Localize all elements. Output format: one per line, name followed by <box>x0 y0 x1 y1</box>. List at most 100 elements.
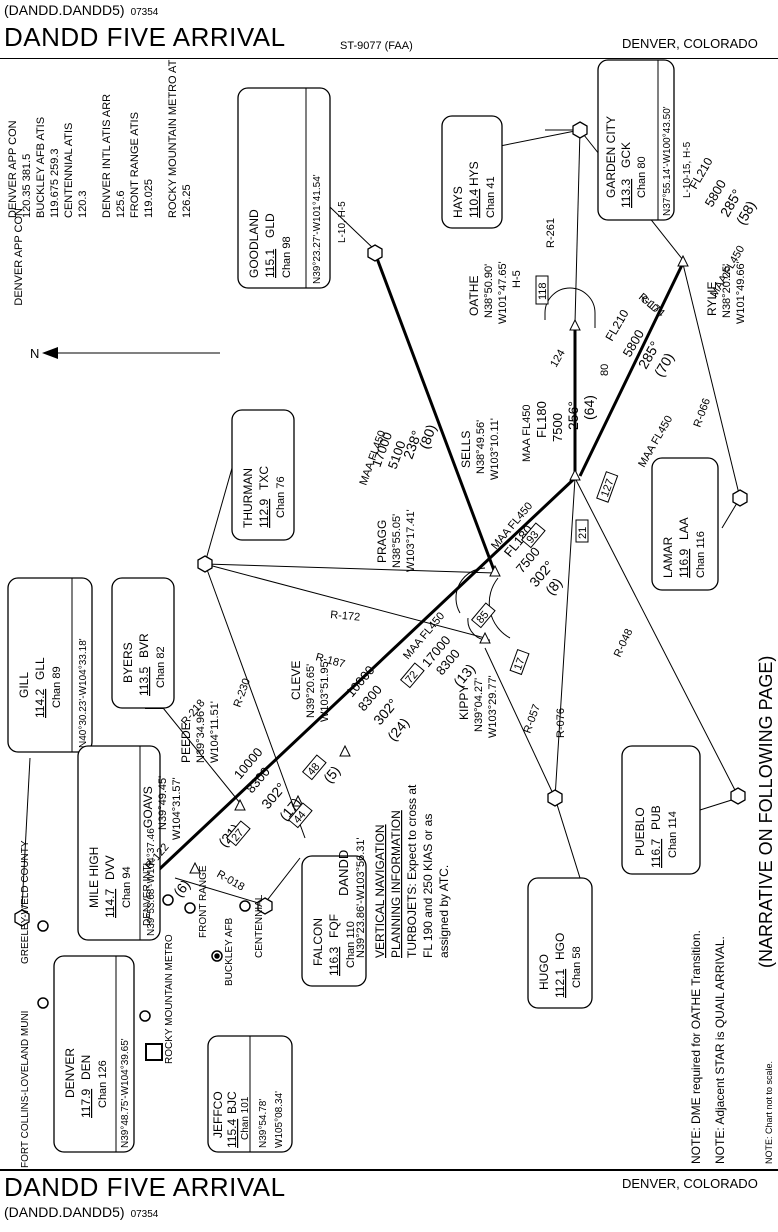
svg-text:N39°34.96': N39°34.96' <box>195 709 207 763</box>
svg-text:120.35 381.5: 120.35 381.5 <box>21 154 33 218</box>
fix-icon <box>677 254 689 267</box>
svg-text:PUEBLO: PUEBLO <box>633 807 647 856</box>
north-label: N <box>30 346 39 361</box>
svg-text:DENVER INTL ATIS ARR: DENVER INTL ATIS ARR <box>101 94 113 218</box>
svg-text:GOAVS: GOAVS <box>141 786 155 828</box>
svg-text:Chan 80: Chan 80 <box>636 156 648 198</box>
svg-text:N38°20.25': N38°20.25' <box>721 264 733 318</box>
vortac-icon <box>367 244 383 262</box>
navaid-box-falcon: FALCON 116.3 FQF Chan 110 <box>301 855 367 987</box>
airport-symbols <box>37 894 251 1022</box>
svg-text:PLANNING INFORMATION: PLANNING INFORMATION <box>389 810 403 958</box>
svg-text:112.9: 112.9 <box>257 499 271 528</box>
svg-text:N39°04.27': N39°04.27' <box>473 678 485 732</box>
svg-text:DANDD: DANDD <box>336 850 351 896</box>
svg-text:Chan 89: Chan 89 <box>51 666 63 708</box>
svg-text:TURBOJETS: Expect to cross at: TURBOJETS: Expect to cross at <box>405 784 419 958</box>
svg-text:JEFFCO: JEFFCO <box>211 1091 225 1138</box>
svg-text:W103°29.77': W103°29.77' <box>487 675 499 738</box>
svg-text:N38°55.05': N38°55.05' <box>391 514 403 568</box>
svg-text:119.675 259.3: 119.675 259.3 <box>49 148 61 218</box>
svg-text:N38°49.56': N38°49.56' <box>475 420 487 474</box>
svg-text:CENTENNIAL: CENTENNIAL <box>254 894 265 958</box>
svg-text:80: 80 <box>599 364 611 376</box>
svg-text:FQF: FQF <box>327 914 341 938</box>
svg-text:GCK: GCK <box>619 142 633 168</box>
svg-text:N37°55.14'-W100°43.50': N37°55.14'-W100°43.50' <box>662 106 673 216</box>
navaid-box-lamar: LAMAR 116.9 LAA Chan 116 <box>651 457 719 591</box>
svg-text:GOODLAND: GOODLAND <box>247 209 261 278</box>
vortac-icon <box>730 787 746 805</box>
svg-text:117.9: 117.9 <box>79 1089 93 1118</box>
navaid-box-pueblo: PUEBLO 116.7 PUB Chan 114 <box>621 745 701 875</box>
navaid-box-goodland: GOODLAND 115.1 GLD Chan 98 N39°23.27'-W1… <box>237 87 348 289</box>
chart-code-top: (DANDD.DANDD5)07354 <box>4 2 159 18</box>
vortac-icon <box>197 555 213 573</box>
svg-text:115.1: 115.1 <box>263 249 277 278</box>
airport-icon <box>37 920 49 932</box>
svg-text:BVR: BVR <box>137 633 151 658</box>
airport-icon <box>37 997 49 1009</box>
airport-icon <box>162 894 174 906</box>
svg-text:Chan 76: Chan 76 <box>275 476 287 518</box>
svg-text:W104°11.51': W104°11.51' <box>209 701 221 763</box>
svg-text:HUGO: HUGO <box>537 954 551 990</box>
svg-text:ROCKY MOUNTAIN METRO ATIS: ROCKY MOUNTAIN METRO ATIS <box>167 58 179 218</box>
svg-text:GARDEN CITY: GARDEN CITY <box>604 116 618 198</box>
svg-text:OATHE: OATHE <box>467 276 481 316</box>
fix-icon <box>339 744 351 757</box>
svg-text:N39°49.45': N39°49.45' <box>157 776 169 830</box>
svg-text:110.4: 110.4 <box>467 189 481 218</box>
svg-text:DEN: DEN <box>79 1055 93 1080</box>
svg-text:MILE HIGH: MILE HIGH <box>87 847 101 908</box>
svg-text:N39°20.65': N39°20.65' <box>305 664 317 718</box>
navaid-box-byers: BYERS 113.5 BVR Chan 82 <box>111 577 175 709</box>
svg-text:NOTE: DME required for OATHE T: NOTE: DME required for OATHE Transition. <box>689 930 703 1164</box>
svg-text:L-10, H-5: L-10, H-5 <box>337 201 348 243</box>
svg-text:FL 190 and 250 KIAS or as: FL 190 and 250 KIAS or as <box>421 814 435 958</box>
svg-text:116.7: 116.7 <box>649 839 663 868</box>
fix-labels: OATHE N38°50.90' W101°47.65' H-5 RYLIE N… <box>141 261 747 958</box>
svg-text:N39°23.27'-W101°41.54': N39°23.27'-W101°41.54' <box>312 174 323 284</box>
svg-text:113.5: 113.5 <box>137 667 151 696</box>
svg-text:Chan 94: Chan 94 <box>121 866 133 908</box>
svg-text:H-5: H-5 <box>511 270 523 288</box>
svg-text:R-230: R-230 <box>232 677 254 709</box>
svg-text:Chan 116: Chan 116 <box>695 531 707 578</box>
svg-text:R-018: R-018 <box>215 868 247 893</box>
svg-text:ROCKY MOUNTAIN METRO: ROCKY MOUNTAIN METRO <box>164 934 175 1064</box>
svg-text:N38°50.90': N38°50.90' <box>483 264 495 318</box>
svg-text:17: 17 <box>512 656 527 672</box>
fix-symbols <box>189 254 689 874</box>
svg-text:GLL: GLL <box>33 657 47 680</box>
svg-text:R-076: R-076 <box>555 708 567 738</box>
svg-text:127: 127 <box>599 477 617 498</box>
svg-text:KIPPY: KIPPY <box>457 685 471 720</box>
faa-code: ST-9077 (FAA) <box>340 40 413 52</box>
svg-text:MAA FL450: MAA FL450 <box>521 405 533 462</box>
svg-text:DENVER APP CON: DENVER APP CON <box>7 120 19 218</box>
svg-text:CENTENNIAL ATIS: CENTENNIAL ATIS <box>63 123 75 218</box>
vortac-icon <box>572 121 588 139</box>
svg-text:TXC: TXC <box>257 466 271 490</box>
svg-text:FALCON: FALCON <box>311 918 325 966</box>
svg-text:GLD: GLD <box>263 213 277 238</box>
route-lines <box>21 129 741 909</box>
svg-text:HAYS: HAYS <box>451 186 465 218</box>
svg-text:DENVER APP CON: DENVER APP CON <box>13 208 25 306</box>
vordme-icon <box>145 1043 163 1061</box>
svg-text:114.7: 114.7 <box>103 889 117 918</box>
svg-text:BUCKLEY AFB: BUCKLEY AFB <box>224 917 235 986</box>
svg-text:R-048: R-048 <box>612 627 636 659</box>
navaid-box-hugo: HUGO 112.1 HGO Chan 58 <box>527 877 593 1009</box>
chart-title-top: DANDD FIVE ARRIVAL <box>4 22 286 52</box>
svg-text:RYLIE: RYLIE <box>705 282 719 316</box>
svg-text:GILL: GILL <box>17 672 31 698</box>
svg-text:R-066: R-066 <box>692 397 714 429</box>
svg-text:256°: 256° <box>565 401 581 430</box>
svg-text:7500: 7500 <box>550 413 565 442</box>
svg-text:W103°51.95': W103°51.95' <box>319 659 331 722</box>
svg-text:LAMAR: LAMAR <box>661 536 675 578</box>
svg-text:LAA: LAA <box>677 517 691 540</box>
svg-text:VERTICAL NAVIGATION: VERTICAL NAVIGATION <box>373 824 387 958</box>
